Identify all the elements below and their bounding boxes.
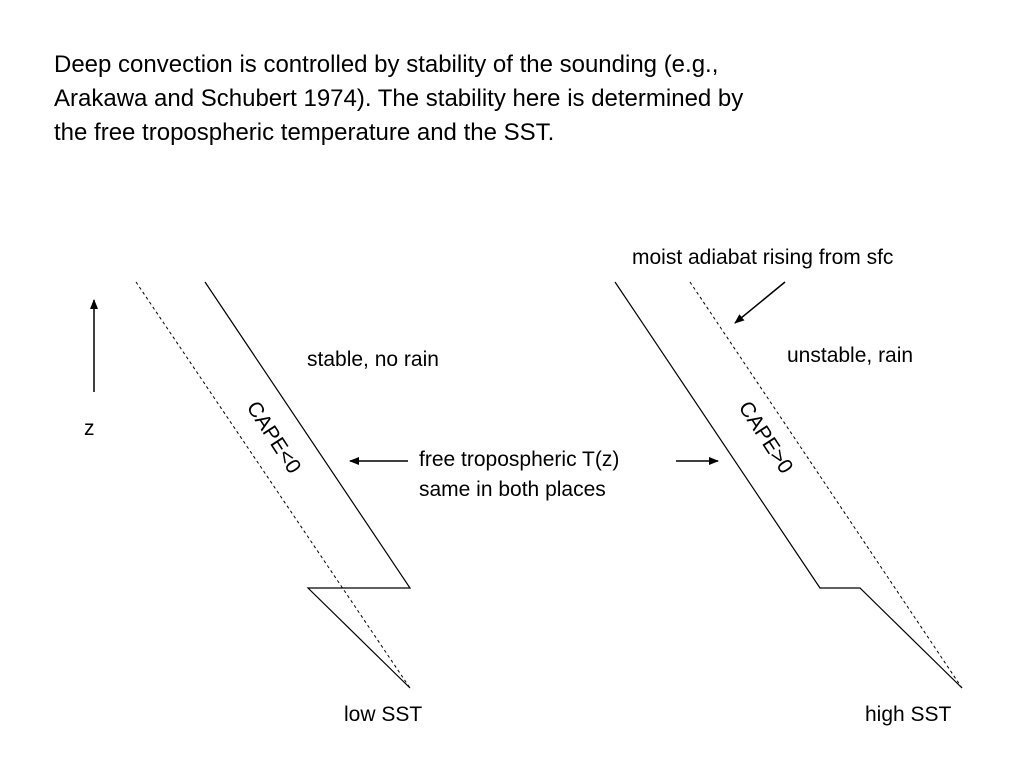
left-cape-label: CAPE<0 <box>242 397 305 478</box>
free-trop-label-line2: same in both places <box>419 478 606 501</box>
low-sst-label: low SST <box>344 703 422 726</box>
left-moist-adiabat-dashed <box>135 281 411 689</box>
free-trop-label-line1: free tropospheric T(z) <box>419 448 619 471</box>
high-sst-label: high SST <box>865 703 952 726</box>
moist-adiabat-pointer-arrow <box>734 281 786 324</box>
right-cape-label: CAPE>0 <box>734 397 797 478</box>
z-axis-label: z <box>84 417 95 440</box>
right-temperature-profile <box>614 281 963 689</box>
intro-text: Deep convection is controlled by stabili… <box>54 51 744 146</box>
moist-adiabat-label: moist adiabat rising from sfc <box>632 246 893 269</box>
unstable-label: unstable, rain <box>787 344 913 367</box>
left-temperature-profile <box>204 281 412 689</box>
stable-label: stable, no rain <box>307 348 439 371</box>
right-moist-adiabat-dashed <box>689 281 963 689</box>
